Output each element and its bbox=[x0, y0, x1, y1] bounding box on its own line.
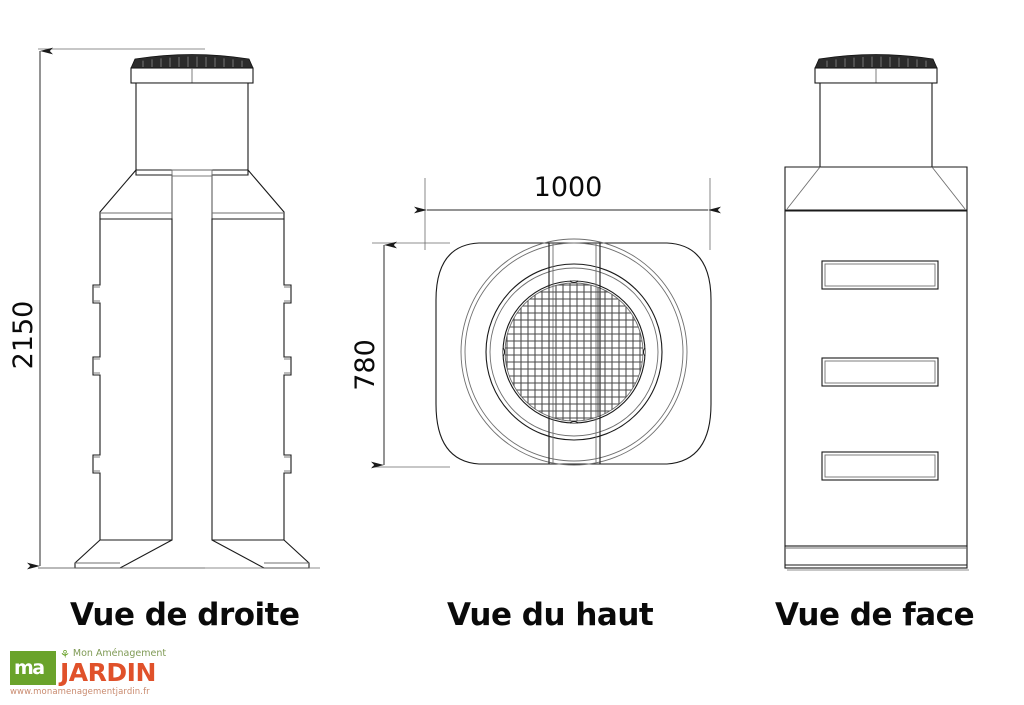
cap-top-dark-band-front bbox=[814, 54, 938, 69]
shoulder-front bbox=[784, 166, 968, 212]
plan-circle-outer-2 bbox=[464, 242, 684, 462]
front-slot-1-inner bbox=[824, 263, 936, 287]
body-right-view bbox=[92, 218, 292, 541]
width-dimension-label: 1000 bbox=[534, 172, 603, 203]
body-left-column bbox=[92, 218, 173, 541]
cap-top-dark-band bbox=[130, 54, 254, 69]
base-front bbox=[784, 545, 969, 571]
shoulder-fold-right bbox=[931, 166, 966, 210]
grille-rim-ticks bbox=[502, 280, 646, 424]
cap-rib-slots-front bbox=[826, 56, 927, 67]
right-view-group: 2150 bbox=[8, 47, 320, 633]
shoulder-right bbox=[99, 168, 285, 220]
plan-circle-grille-rim bbox=[502, 280, 646, 424]
front-slot-2-inner bbox=[824, 360, 936, 384]
front-slot-3 bbox=[821, 451, 939, 481]
front-view-group: Vue de face bbox=[775, 54, 975, 633]
logo-website-url[interactable]: www.monamenagementjardin.fr bbox=[10, 687, 150, 697]
logo-mark-green-square: ma bbox=[10, 651, 56, 685]
feet-right-view bbox=[38, 539, 320, 569]
foot-right bbox=[211, 539, 310, 569]
caption-front-view: Vue de face bbox=[775, 597, 974, 633]
neck-body bbox=[135, 82, 249, 171]
shoulder-center-ledge bbox=[171, 169, 213, 177]
cap-ribbed-right bbox=[130, 54, 254, 84]
front-slot-2 bbox=[821, 357, 939, 387]
cap-ribbed-front bbox=[814, 54, 938, 84]
shoulder-front-panel bbox=[784, 166, 968, 211]
front-slots bbox=[821, 260, 939, 481]
notch-detail-lines bbox=[93, 286, 291, 472]
plan-circle-outer bbox=[460, 238, 688, 466]
depth-dimension-group: 780 bbox=[350, 241, 450, 469]
logo-tagline-row: ⚘ Mon Aménagement bbox=[60, 648, 166, 660]
caption-right-view: Vue de droite bbox=[70, 597, 300, 633]
logo-text-column: ⚘ Mon Aménagement JARDIN bbox=[60, 648, 166, 685]
front-slot-3-inner bbox=[824, 454, 936, 478]
shoulder-right-panel bbox=[211, 168, 285, 220]
brand-logo[interactable]: ma ⚘ Mon Aménagement JARDIN www.monamena… bbox=[10, 648, 220, 700]
width-dimension-group: 1000 bbox=[414, 172, 721, 250]
plan-circle-mid-2 bbox=[489, 267, 659, 437]
height-dimension-label: 2150 bbox=[8, 301, 39, 370]
body-right-column bbox=[211, 218, 292, 541]
logo-row: ma ⚘ Mon Aménagement JARDIN bbox=[10, 648, 220, 685]
shoulder-left-panel bbox=[99, 168, 173, 220]
logo-tagline: Mon Aménagement bbox=[72, 648, 167, 659]
shoulder-fold-left bbox=[786, 166, 821, 210]
depth-dimension-label: 780 bbox=[350, 339, 381, 391]
front-slot-1 bbox=[821, 260, 939, 290]
height-dimension-group: 2150 bbox=[8, 47, 205, 570]
foot-left bbox=[74, 539, 173, 569]
neck-front bbox=[819, 82, 933, 168]
cap-rib-slots bbox=[142, 56, 243, 67]
top-view-group: 1000 780 bbox=[350, 172, 721, 633]
logo-mark-text: ma bbox=[14, 657, 45, 679]
neck-right bbox=[135, 82, 249, 171]
logo-brand-name: JARDIN bbox=[60, 658, 156, 687]
plan-center-band bbox=[548, 243, 601, 464]
flower-icon: ⚘ bbox=[60, 647, 70, 661]
base-plinth bbox=[784, 545, 968, 569]
caption-top-view: Vue du haut bbox=[447, 597, 654, 633]
